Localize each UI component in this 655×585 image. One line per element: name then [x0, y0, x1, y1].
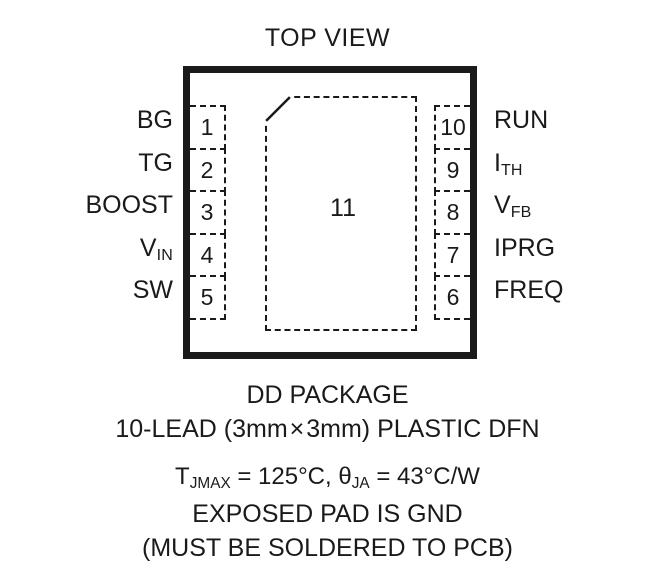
pin-label-iprg: IPRG — [494, 226, 555, 271]
lead-line-suffix: 3mm) PLASTIC DFN — [306, 415, 540, 443]
pin-name-text: SW — [132, 276, 173, 304]
pin-name-text: V — [139, 233, 157, 262]
pin-label-freq: FREQ — [494, 268, 563, 313]
pin-label-tg: TG — [138, 141, 173, 186]
pin-number-2: 2 — [200, 156, 214, 183]
pin-name-text: FREQ — [494, 276, 564, 304]
pin-label-i-th: ITH — [494, 141, 523, 186]
pin-pad-1: 1 — [190, 105, 226, 150]
pin-name-text: RUN — [494, 106, 549, 134]
theta-ja-value: = 43°C/W — [369, 463, 480, 490]
pin-pad-8: 8 — [434, 190, 470, 235]
pin-column-right: 10 9 8 7 6 — [434, 105, 470, 320]
package-outline: 1 2 3 4 5 10 9 8 7 6 11 — [183, 66, 477, 359]
caption-package-name: DD PACKAGE — [246, 381, 409, 409]
pin-pad-6: 6 — [434, 275, 470, 320]
pin-pad-3: 3 — [190, 190, 226, 235]
pin-column-left: 1 2 3 4 5 — [190, 105, 226, 320]
pin-number-5: 5 — [200, 284, 214, 310]
pad-chamfer-icon — [265, 96, 291, 122]
pin-name-text: I — [494, 148, 501, 177]
pin-pad-4: 4 — [190, 232, 226, 278]
page-title: TOP VIEW — [264, 24, 391, 52]
caption-block: DD PACKAGE 10-LEAD (3mm×3mm) PLASTIC DFN… — [0, 378, 655, 565]
exposed-pad-number: 11 — [330, 194, 356, 222]
pin-label-run: RUN — [494, 98, 548, 143]
caption-lead-count: 10-LEAD (3mm×3mm) PLASTIC DFN — [0, 412, 655, 446]
lead-line-prefix: 10-LEAD (3mm — [115, 415, 288, 443]
tjmax-value: = 125°C, — [230, 463, 339, 490]
pin-name-text: TG — [138, 148, 173, 177]
times-icon: × — [289, 415, 305, 443]
pin-pad-9: 9 — [434, 147, 470, 193]
pin-label-v-fb: VFB — [494, 183, 532, 228]
pin-name-text: BG — [136, 106, 173, 134]
theta-ja-subscript: JA — [351, 475, 370, 493]
exposed-pad: 11 — [263, 94, 417, 331]
pin-pad-10: 10 — [434, 105, 470, 150]
pin-number-6: 6 — [446, 284, 460, 310]
pin-number-3: 3 — [200, 199, 214, 225]
pin-name-subscript: IN — [156, 246, 173, 264]
pin-name-subscript: TH — [500, 161, 523, 179]
pin-name-text: V — [494, 191, 511, 219]
pin-name-subscript: FB — [510, 204, 532, 222]
caption-exposed-pad-note: EXPOSED PAD IS GND — [192, 500, 463, 528]
theta-ja-symbol: θ — [338, 463, 352, 490]
pin-number-8: 8 — [446, 199, 460, 225]
caption-solder-note: (MUST BE SOLDERED TO PCB) — [142, 534, 513, 562]
pin-label-bg: BG — [137, 98, 173, 143]
tjmax-subscript: JMAX — [189, 475, 231, 493]
caption-thermal-spec: TJMAX = 125°C, θJA = 43°C/W — [0, 460, 655, 497]
pin-number-4: 4 — [200, 241, 214, 268]
pin-name-text: IPRG — [494, 233, 556, 262]
pin-label-v-in: VIN — [140, 226, 173, 271]
pin-number-7: 7 — [446, 241, 460, 268]
pin-name-text: BOOST — [85, 191, 173, 219]
pin-number-9: 9 — [446, 156, 460, 183]
pin-label-boost: BOOST — [85, 183, 173, 228]
pin-pad-5: 5 — [190, 275, 226, 320]
pin-pad-7: 7 — [434, 232, 470, 278]
pin-pad-2: 2 — [190, 147, 226, 193]
tjmax-symbol: T — [175, 463, 190, 490]
pin-number-1: 1 — [200, 114, 214, 140]
pin-number-10: 10 — [440, 114, 466, 140]
pin-label-sw: SW — [133, 268, 173, 313]
